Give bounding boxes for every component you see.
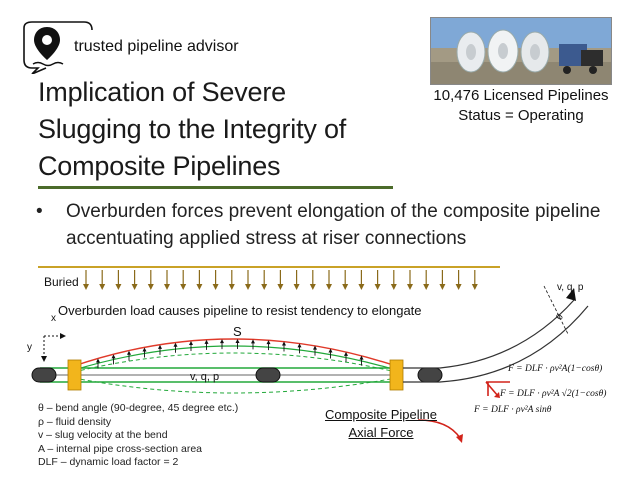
resist-arrows [96, 339, 364, 369]
map-pin-icon [32, 27, 64, 67]
axes-indicator [41, 333, 66, 362]
overburden-arrowhead [374, 284, 381, 290]
resist-arrowhead [266, 340, 271, 345]
title-line: Composite Pipelines [38, 151, 281, 181]
page-title: Implication of Severe Slugging to the In… [38, 74, 388, 185]
flow-label-riser: v, q, p [557, 282, 584, 293]
overburden-arrowhead [293, 284, 300, 290]
brand-name: trusted pipeline advisor [74, 38, 239, 55]
overburden-arrowhead [423, 284, 430, 290]
overburden-arrowhead [358, 284, 365, 290]
buried-label: Buried [44, 275, 79, 289]
resist-arrowhead [297, 343, 302, 348]
bullet-dot: • [36, 201, 43, 222]
brand-logo [14, 18, 276, 75]
resist-arrowhead [235, 339, 240, 344]
overburden-arrowhead [245, 284, 251, 290]
title-underline [38, 186, 393, 189]
overburden-arrowhead [390, 284, 397, 290]
overburden-arrowhead [471, 284, 478, 290]
flow-label-mid: v, q, p [190, 371, 220, 383]
title-line: Implication of Severe [38, 77, 286, 107]
pipeline-stats: 10,476 Licensed Pipelines Status = Opera… [410, 86, 632, 126]
overburden-arrowhead [212, 284, 219, 290]
overburden-arrowhead [277, 284, 284, 290]
axis-y-label: y [27, 342, 32, 353]
slug-right [417, 367, 443, 383]
resist-arrowhead [173, 342, 178, 347]
axial-force-arrow [417, 419, 461, 439]
legend-dlf: DLF – dynamic load factor = 2 [38, 456, 179, 468]
resist-arrowhead [328, 348, 333, 353]
axis-x-label: x [51, 313, 56, 324]
resist-arrowhead [220, 339, 224, 344]
pipe-spools-photo [430, 17, 612, 85]
resist-arrowhead [158, 344, 162, 349]
stressed-pipe-curve [73, 338, 397, 367]
overburden-label: Overburden load causes pipeline to resis… [58, 303, 422, 318]
legend-rho: ρ – fluid density [38, 415, 112, 428]
slug-left [31, 367, 57, 383]
legend-area: A – internal pipe cross-section area [38, 442, 203, 455]
overburden-arrowhead [342, 284, 349, 290]
title-line: Slugging to the Integrity of [38, 114, 347, 144]
overburden-arrowhead [261, 284, 268, 290]
overburden-arrowhead [99, 284, 106, 290]
overburden-arrowhead [326, 284, 332, 290]
formula-2: F = DLF · ρv²A √2(1−cosθ) [500, 389, 607, 399]
right-connector [389, 359, 404, 391]
riser-outer [403, 299, 575, 369]
overburden-arrowhead [228, 284, 235, 290]
resist-arrowhead [359, 355, 364, 360]
resist-arrowhead [204, 339, 209, 344]
slug-middle [255, 367, 281, 383]
resist-arrowhead [127, 350, 131, 355]
overburden-arrowhead [131, 284, 138, 290]
overburden-arrows [83, 270, 478, 290]
legend-theta: θ – bend angle (90-degree, 45 degree etc… [38, 402, 239, 414]
left-connector [67, 359, 82, 391]
overburden-arrowhead [180, 284, 187, 290]
overburden-arrowhead [147, 284, 154, 290]
riser-inner [403, 305, 589, 383]
overburden-arrowhead [164, 284, 170, 290]
result-line-2: Axial Force [348, 425, 414, 440]
overburden-arrowhead [196, 284, 203, 290]
result-line-1: Composite Pipeline [324, 407, 437, 422]
legend-v: v – slug velocity at the bend [38, 429, 168, 441]
resist-arrowhead [189, 341, 193, 346]
overburden-arrowhead [407, 284, 413, 290]
resist-arrowhead [251, 339, 255, 344]
resist-arrowhead [313, 345, 317, 350]
slugging-diagram [31, 266, 589, 443]
axial-force-label: Composite Pipeline Axial Force [300, 406, 462, 442]
formula-3: F = DLF · ρv²A sinθ [474, 405, 552, 415]
overburden-arrowhead [439, 284, 446, 290]
bullet-text: Overburden forces prevent elongation of … [66, 201, 601, 249]
overburden-arrowhead [83, 284, 89, 290]
section-label: S [233, 324, 242, 339]
resist-arrowhead [282, 341, 286, 346]
pipeline [31, 285, 589, 394]
overburden-arrowhead [309, 284, 316, 290]
variable-legend: θ – bend angle (90-degree, 45 degree etc… [38, 402, 238, 470]
formula-1: F = DLF · ρv²A(1−cosθ) [508, 364, 603, 374]
speech-bubble-frame [23, 21, 93, 75]
overburden-arrowhead [115, 284, 122, 290]
force-arrows [417, 381, 510, 443]
resist-arrowhead [96, 358, 100, 363]
licensed-pipelines-count: 10,476 Licensed Pipelines [433, 87, 609, 104]
resist-arrowhead [111, 354, 116, 359]
overburden-arrowhead [455, 284, 462, 290]
resist-arrowhead [344, 351, 348, 356]
pipeline-status: Status = Operating [458, 107, 584, 124]
resist-arrowhead [142, 347, 147, 352]
